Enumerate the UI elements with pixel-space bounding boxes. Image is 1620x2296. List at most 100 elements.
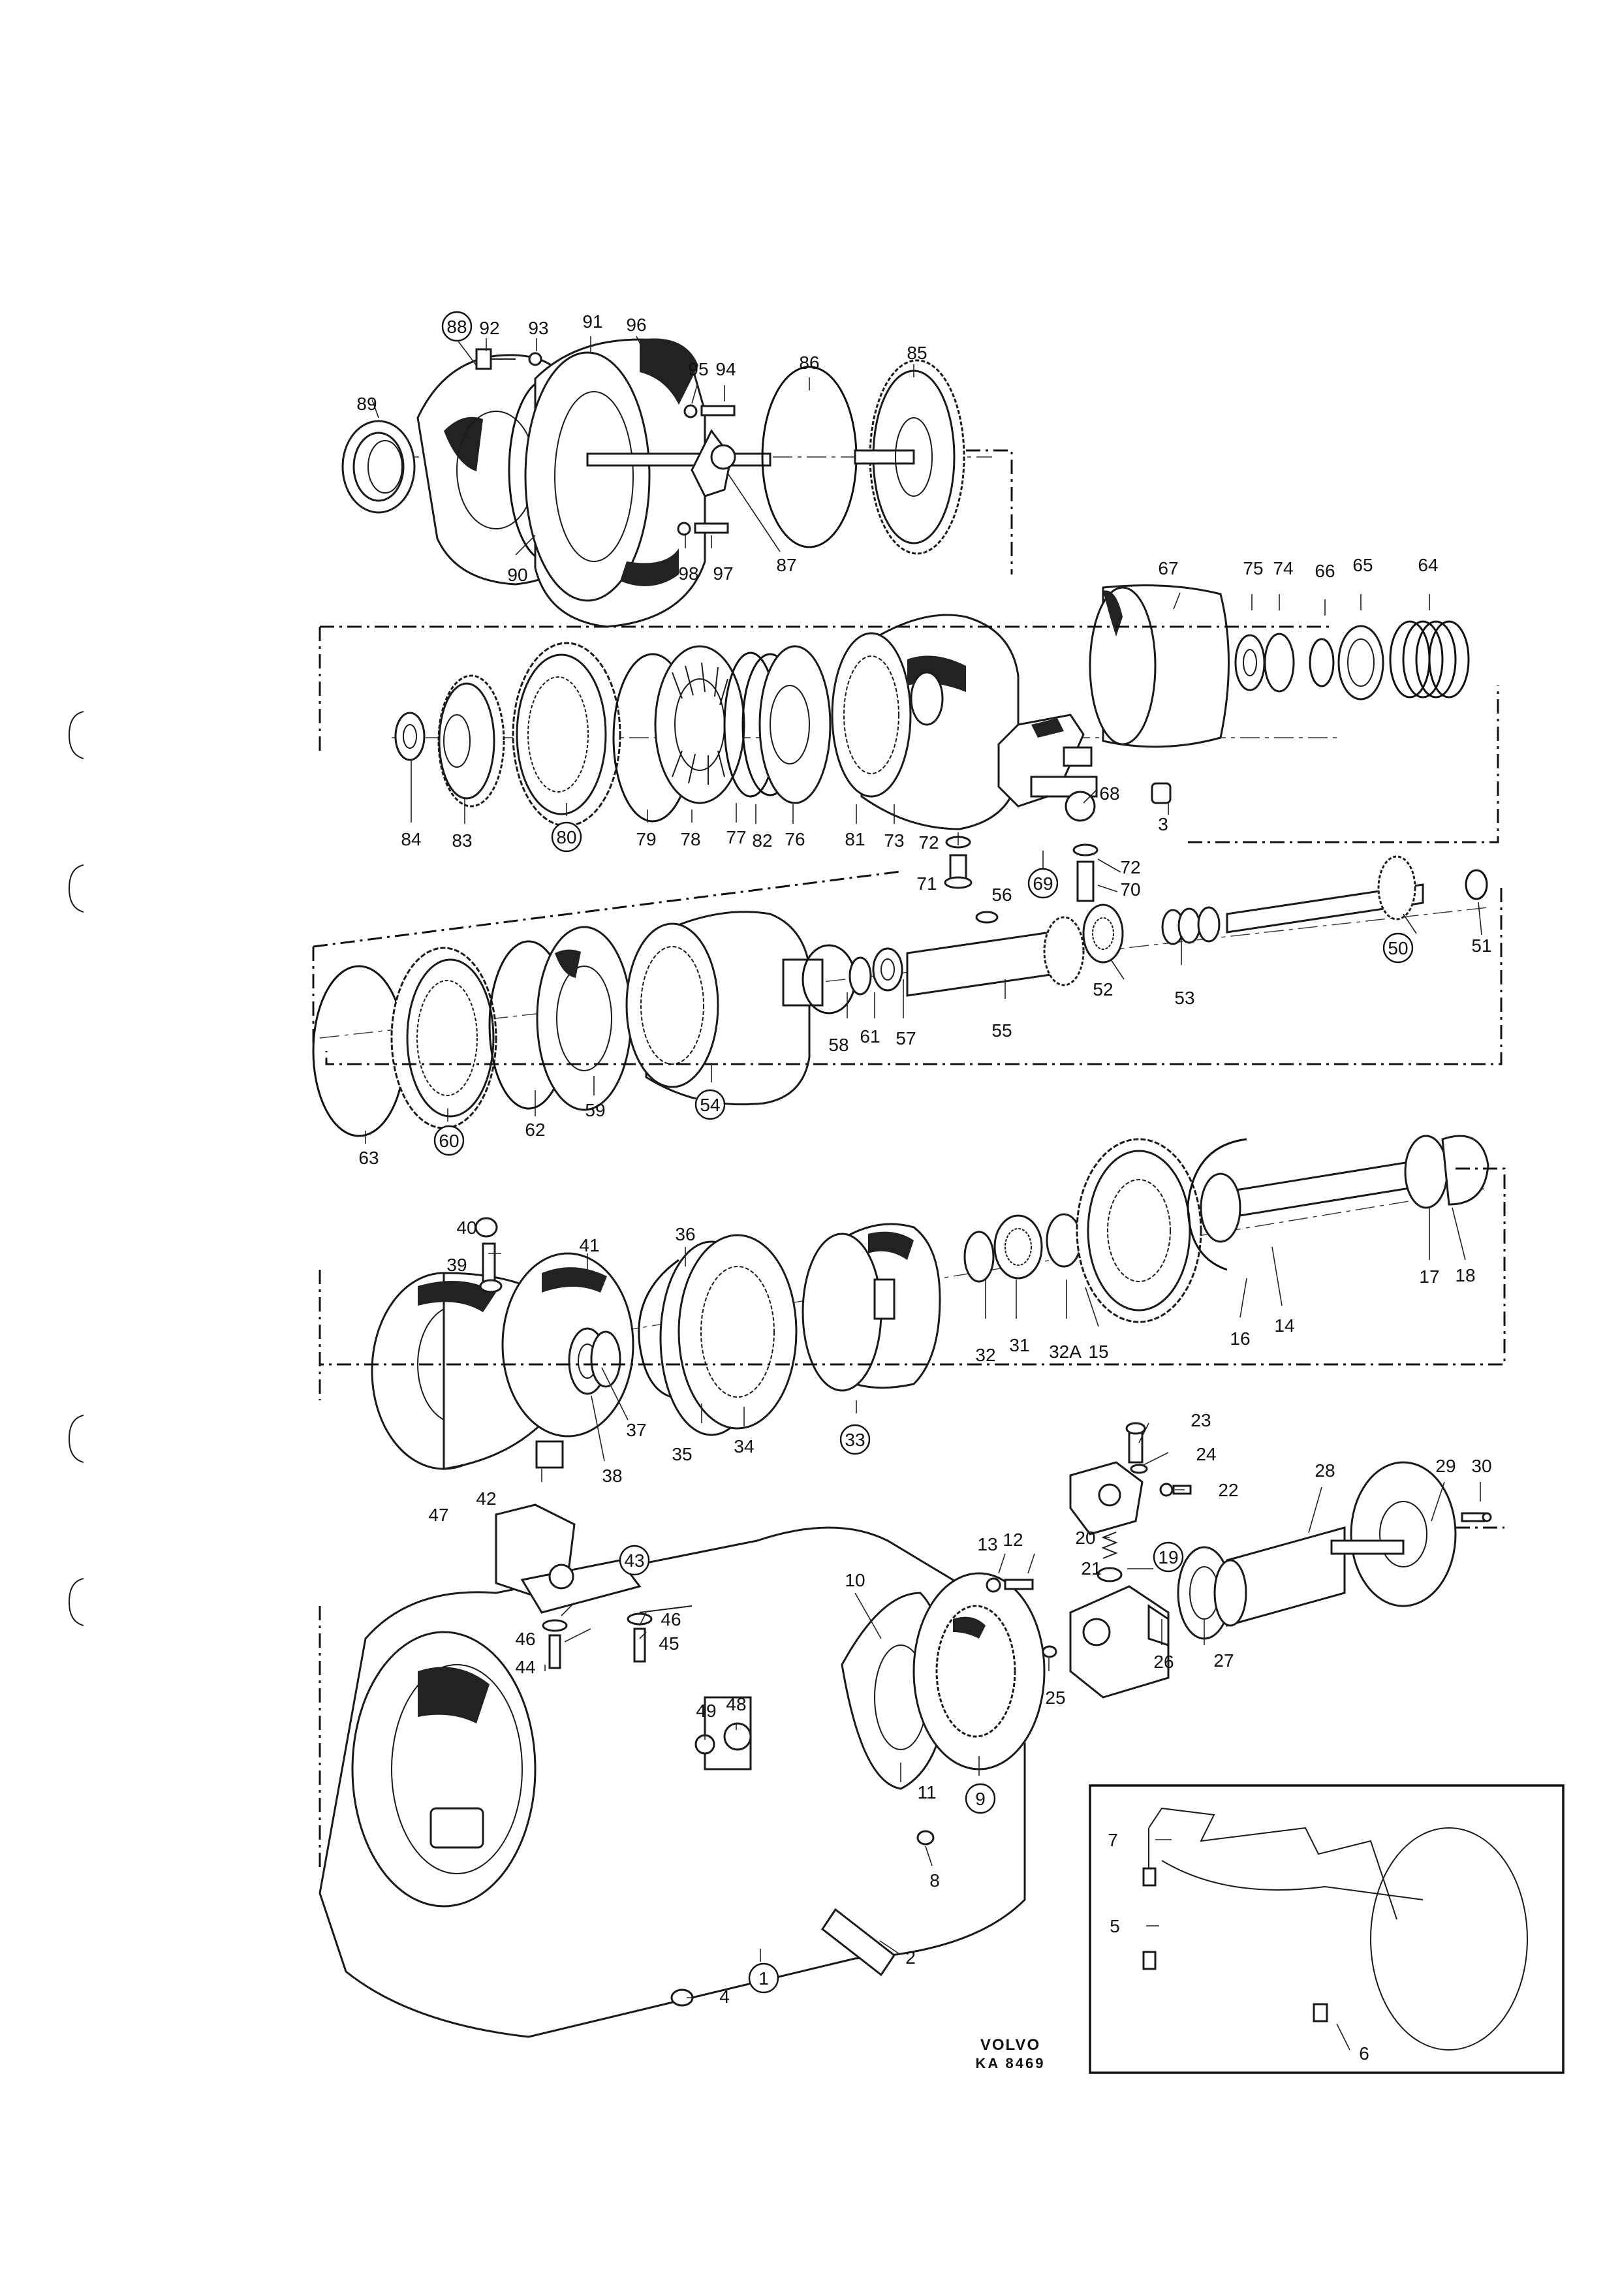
label-28: 28: [1315, 1460, 1335, 1481]
label-67: 67: [1158, 558, 1178, 578]
label-51: 51: [1471, 936, 1491, 956]
label-27: 27: [1213, 1650, 1234, 1671]
label-40: 40: [456, 1218, 476, 1238]
screw-97: [677, 522, 729, 536]
ring-51: [1465, 869, 1488, 900]
bolt-70: [1072, 843, 1098, 902]
label-97: 97: [713, 563, 733, 584]
label-4: 4: [719, 1987, 730, 2007]
label-18: 18: [1455, 1265, 1475, 1285]
label-8: 8: [929, 1870, 940, 1891]
servo-lever-68: [997, 714, 1098, 822]
washer-32: [963, 1231, 995, 1283]
gear-85: [854, 359, 965, 555]
band-67: [1089, 584, 1230, 748]
clutch-plates-60: [390, 947, 497, 1129]
pin-2: [820, 1908, 896, 1977]
one-way-clutch-34: [659, 1234, 798, 1436]
snap-ring-16: [1187, 1138, 1247, 1271]
washer-84: [394, 712, 426, 761]
label-68: 68: [1099, 783, 1119, 804]
plug-25: [1042, 1645, 1057, 1658]
part-number-labels: 88 92 93 91 96 95 94 86 85 89 90 98 97 8…: [356, 311, 1492, 2064]
label-1: 1: [758, 1968, 769, 1989]
washer-56: [975, 911, 999, 924]
label-82: 82: [752, 830, 772, 851]
label-11: 11: [917, 1782, 936, 1802]
label-87: 87: [776, 555, 796, 575]
label-7: 7: [1108, 1830, 1118, 1850]
screws-12-13: [986, 1577, 1034, 1593]
piston-76: [758, 645, 832, 804]
label-73: 73: [884, 830, 904, 851]
carrier-33: [802, 1223, 941, 1392]
label-86: 86: [799, 353, 819, 373]
label-52: 52: [1093, 979, 1113, 999]
leader-lines: [365, 336, 1482, 2051]
label-5: 5: [1110, 1916, 1120, 1936]
washer-75: [1234, 634, 1266, 691]
retainer-65: [1337, 625, 1384, 700]
label-76: 76: [785, 829, 805, 849]
flange-29: [1330, 1461, 1457, 1607]
spring-20: [1101, 1532, 1118, 1559]
label-48: 48: [726, 1694, 746, 1714]
label-23: 23: [1191, 1410, 1211, 1430]
label-96: 96: [626, 315, 646, 335]
label-29: 29: [1435, 1456, 1456, 1476]
label-31: 31: [1009, 1335, 1029, 1355]
label-83: 83: [452, 830, 472, 851]
label-59: 59: [585, 1100, 605, 1120]
pin-3: [1151, 782, 1172, 804]
washer-74: [1264, 633, 1295, 693]
label-20: 20: [1075, 1528, 1095, 1548]
plate-87: [691, 429, 736, 497]
label-42: 42: [476, 1488, 496, 1509]
label-21: 21: [1081, 1558, 1101, 1579]
binder-hole-marks: [68, 711, 84, 1626]
label-9: 9: [975, 1789, 986, 1809]
governor-body-26: [1069, 1585, 1170, 1699]
label-92: 92: [479, 318, 499, 338]
label-77: 77: [726, 827, 746, 847]
label-46b: 46: [515, 1629, 535, 1649]
label-72b: 72: [1120, 857, 1140, 877]
drum-73: [831, 614, 1020, 830]
label-75: 75: [1243, 558, 1263, 578]
label-62: 62: [525, 1120, 545, 1140]
extension-tube-28: [1213, 1526, 1346, 1627]
seal-21: [1097, 1567, 1123, 1582]
label-32: 32: [975, 1345, 995, 1365]
label-3: 3: [1158, 814, 1168, 834]
label-71: 71: [916, 873, 937, 894]
label-57: 57: [896, 1028, 916, 1048]
label-66: 66: [1315, 561, 1335, 581]
brand-label: VOLVO: [980, 2036, 1040, 2054]
label-46a: 46: [661, 1609, 681, 1629]
label-60: 60: [439, 1131, 459, 1151]
label-41: 41: [579, 1235, 599, 1255]
label-55: 55: [991, 1020, 1012, 1041]
row-3-assembly: [312, 855, 1489, 1137]
label-16: 16: [1230, 1329, 1250, 1349]
label-61: 61: [860, 1026, 880, 1046]
label-69: 69: [1033, 873, 1053, 894]
label-45: 45: [659, 1633, 679, 1654]
label-85: 85: [907, 343, 927, 363]
plug-8: [916, 1830, 935, 1846]
row-1-assembly: [341, 338, 992, 628]
label-54: 54: [700, 1095, 720, 1115]
label-94: 94: [715, 359, 736, 379]
label-43: 43: [624, 1550, 644, 1571]
label-84: 84: [401, 829, 421, 849]
label-88: 88: [446, 317, 467, 337]
label-63: 63: [358, 1148, 379, 1168]
label-37: 37: [626, 1420, 646, 1440]
label-25: 25: [1045, 1688, 1065, 1708]
screw-94: [683, 404, 736, 418]
label-89: 89: [356, 394, 377, 414]
washer-24: [1130, 1464, 1148, 1474]
label-93: 93: [528, 318, 548, 338]
label-50: 50: [1388, 938, 1408, 958]
